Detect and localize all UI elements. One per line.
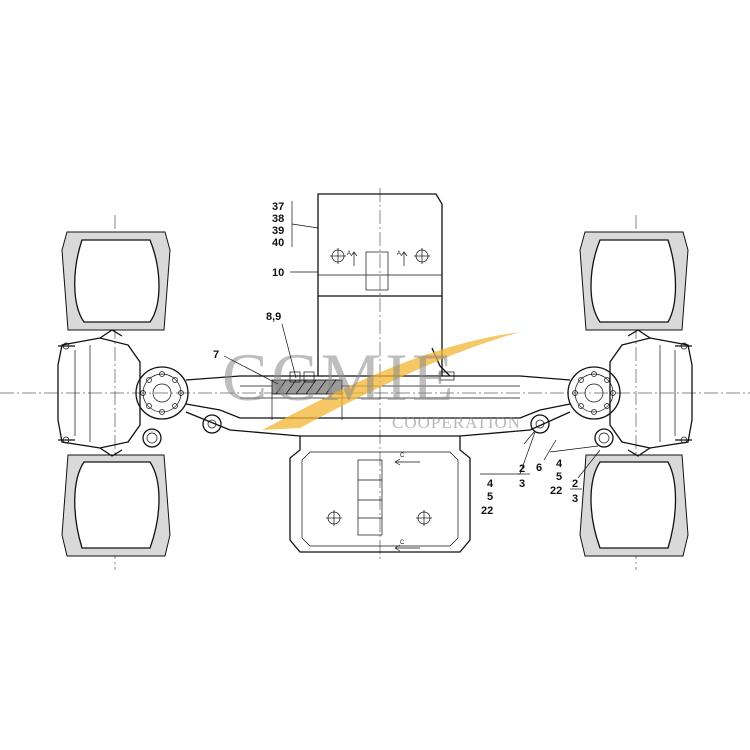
callout-left-mount: 4 5 22 [480,431,536,517]
callout-left-22: 22 [481,505,493,517]
section-c-top-label: C [400,453,405,459]
section-a-left-label: A [347,251,351,257]
callout-left-3: 3 [519,478,525,490]
section-c-bottom-label: C [400,540,405,546]
callout-bolts: 8,9 [266,311,297,379]
section-a-right-label: A [397,251,401,257]
callout-right-2: 2 [572,478,578,490]
callout-6: 6 [536,462,542,474]
callout-left-2: 2 [519,463,525,475]
callout-10: 10 [272,267,284,279]
callout-8-9: 8,9 [266,311,281,323]
left-hub [57,329,189,457]
right-lower-tire [579,454,689,557]
center-housing: C C [289,436,471,553]
right-hub [567,329,693,457]
left-lower-tire [61,454,171,557]
callout-right-cap: 2 3 [570,449,601,505]
callout-right-mount: 4 5 22 [549,445,599,497]
callout-plate: 10 [272,267,318,279]
callout-38: 38 [272,213,284,225]
callout-plate-group: 37 38 39 40 [272,201,319,249]
callout-part-6: 6 [536,439,557,474]
callout-right-22: 22 [550,485,562,497]
right-upper-tire [579,231,689,331]
callout-left-cap: 2 3 [518,431,535,490]
callout-39: 39 [272,225,284,237]
callout-part-7: 7 [213,349,279,385]
callout-7: 7 [213,349,219,361]
callout-left-4: 4 [487,478,494,490]
hatched-block [271,371,343,420]
callout-right-5: 5 [556,471,562,483]
watermark: CCMIE COOPERATION [222,332,521,432]
callout-40: 40 [272,237,284,249]
watermark-tagline: COOPERATION [392,413,521,432]
watermark-swoosh [262,332,520,430]
watermark-brand: CCMIE [222,339,457,415]
callout-right-3: 3 [572,493,578,505]
callout-37: 37 [272,201,284,213]
callout-left-5: 5 [487,491,493,503]
mounting-plate: A A [317,193,455,381]
callout-right-4: 4 [556,458,563,470]
left-upper-tire [61,231,171,331]
